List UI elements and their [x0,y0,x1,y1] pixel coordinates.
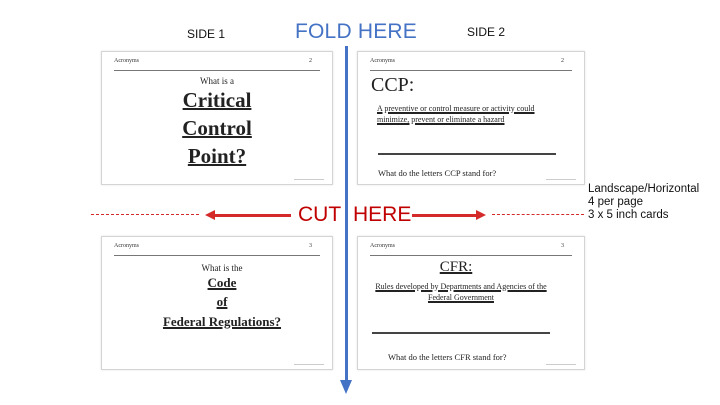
flashcard-cfr-back: Acronyms 3 CFR: Rules developed by Depar… [357,236,585,370]
card-term-line-3: Point? [187,144,247,168]
card-footer-mark [546,364,576,365]
card-header: Acronyms 2 [370,58,572,71]
card-term-line-1: Code [207,275,237,290]
answer-line [378,153,556,155]
cut-dashed-line-left [91,214,199,215]
card-definition: A preventive or control measure or activ… [377,104,535,124]
note-card-size: 3 x 5 inch cards [588,209,669,221]
flashcard-ccp-front: Acronyms 2 What is a Critical Control Po… [101,51,333,185]
card-definition: Rules developed by Departments and Agenc… [375,282,547,302]
card-question: What do the letters CFR stand for? [388,352,507,362]
card-number: 3 [561,243,564,249]
card-category: Acronyms [370,243,395,249]
card-prompt: What is a [200,76,234,86]
flashcard-cfr-front: Acronyms 3 What is the Code of Federal R… [101,236,333,370]
note-per-page: 4 per page [588,196,643,208]
card-number: 2 [309,58,312,64]
flashcard-ccp-back: Acronyms 2 CCP: A preventive or control … [357,51,585,185]
card-footer-mark [294,179,324,180]
card-header: Acronyms 2 [114,58,320,71]
side-2-label: SIDE 2 [467,25,506,39]
fold-arrow-down-icon [340,380,352,394]
card-number: 2 [561,58,564,64]
answer-line [372,332,550,334]
note-orientation: Landscape/Horizontal [588,183,700,195]
card-footer-mark [294,364,324,365]
card-term-line-2: Control [182,116,252,140]
card-category: Acronyms [370,58,395,64]
card-term-line-3: Federal Regulations? [162,314,282,329]
card-prompt: What is the [201,263,243,273]
cut-dashed-line-right [492,214,584,215]
card-header: Acronyms 3 [114,243,320,256]
card-acronym-title: CFR: [439,259,473,275]
card-category: Acronyms [114,243,139,249]
cut-label: CUT [298,203,342,226]
side-1-label: SIDE 1 [187,27,226,41]
card-category: Acronyms [114,58,139,64]
card-number: 3 [309,243,312,249]
here-label: HERE [353,203,412,226]
cut-arrow-line-right [412,213,478,217]
card-format-notes: Landscape/Horizontal 4 per page 3 x 5 in… [588,183,699,222]
card-term-line-2: of [216,294,228,309]
card-question: What do the letters CCP stand for? [378,168,497,178]
fold-line [345,46,348,380]
card-term-line-1: Critical [182,88,252,112]
card-footer-mark [546,179,576,180]
card-acronym-title: CCP: [371,74,415,96]
card-header: Acronyms 3 [370,243,572,256]
fold-here-title: FOLD HERE [295,20,417,43]
cut-arrow-line-left [214,213,291,217]
arrow-left-icon [205,210,215,220]
arrow-right-icon [476,210,486,220]
